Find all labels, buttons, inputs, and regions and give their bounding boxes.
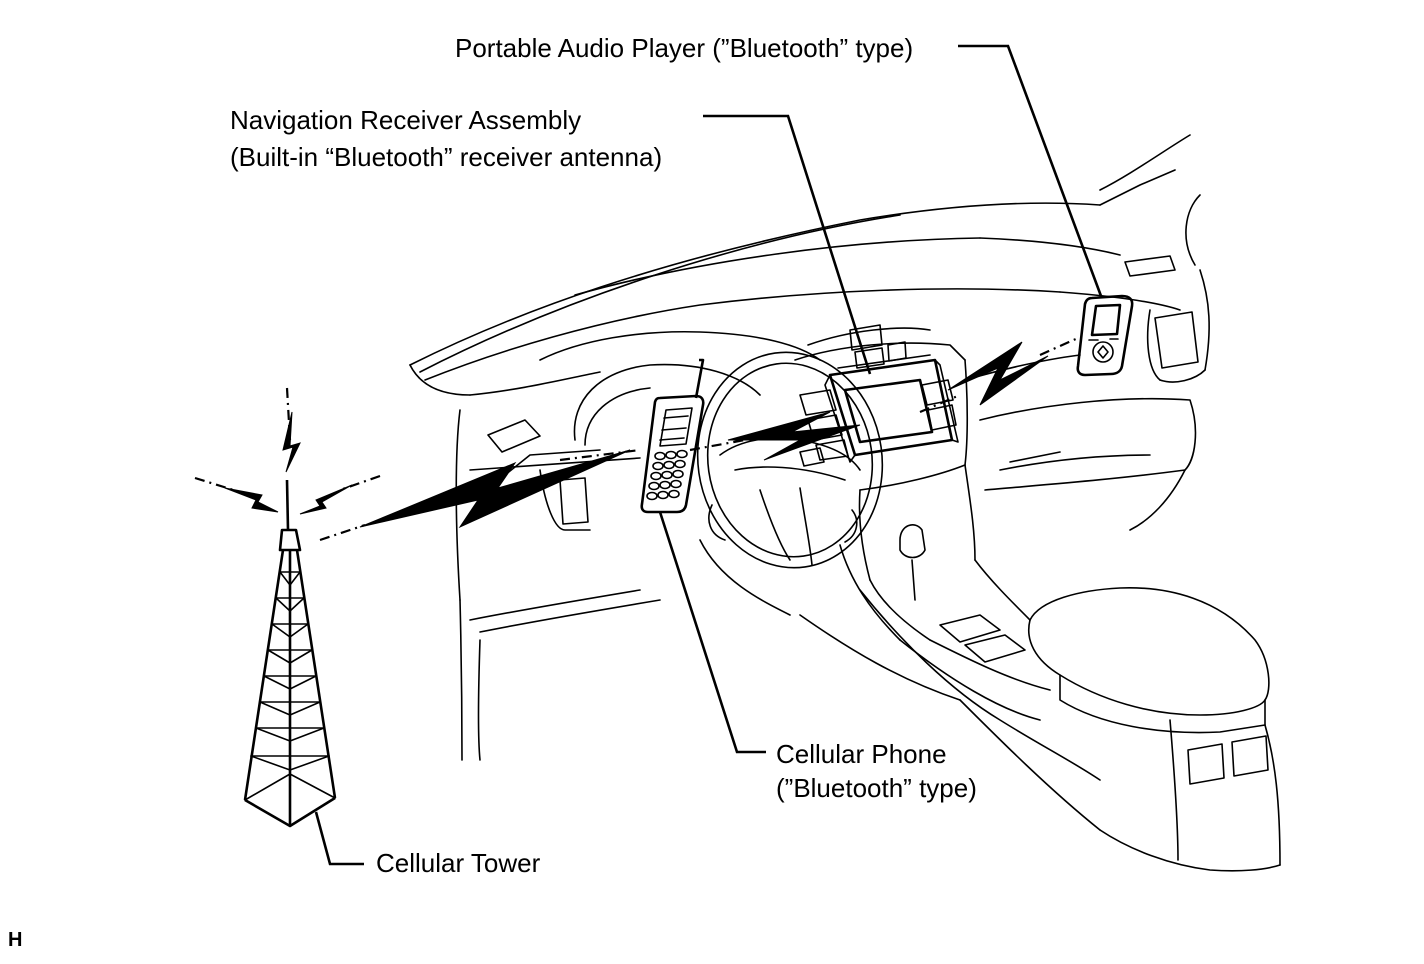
leader-cellular-phone: [658, 511, 766, 754]
label-navigation-receiver-subtitle: (Built-in “Bluetooth” receiver antenna): [230, 142, 663, 172]
figure-corner-mark: H: [8, 929, 23, 951]
label-cellular-phone-subtitle: (”Bluetooth” type): [776, 773, 977, 803]
leader-lines: [314, 44, 1103, 866]
dashboard-outline: [409, 134, 1281, 872]
radio-wave-bolt-icon: [194, 336, 1079, 542]
cellular-phone-icon: [640, 358, 705, 514]
leader-navigation-receiver: [703, 114, 872, 375]
leader-cellular-tower: [314, 811, 364, 866]
label-cellular-phone-title: Cellular Phone: [776, 739, 947, 769]
cellular-tower-icon: [243, 479, 337, 828]
label-portable-audio-player: Portable Audio Player (”Bluetooth” type): [455, 33, 914, 63]
phone-keypad: [646, 449, 688, 501]
portable-audio-player-icon: [1076, 294, 1134, 377]
label-navigation-receiver-title: Navigation Receiver Assembly: [230, 105, 582, 135]
navigation-receiver-icon: [799, 354, 959, 467]
leader-portable-audio-player: [958, 44, 1103, 297]
label-cellular-tower: Cellular Tower: [376, 848, 541, 878]
